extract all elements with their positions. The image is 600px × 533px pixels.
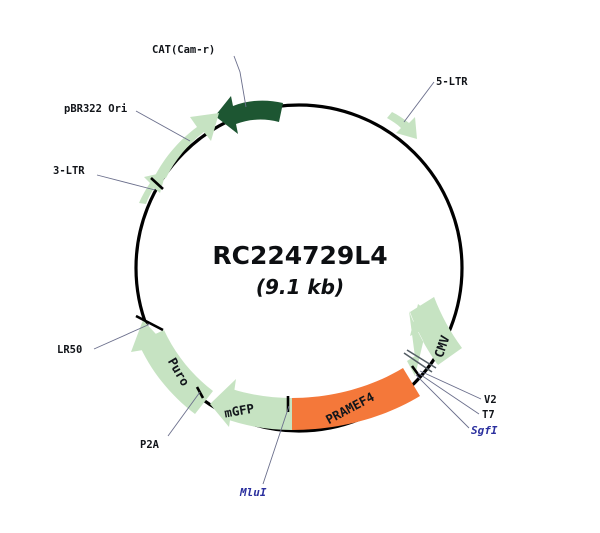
leader-v2: [419, 370, 482, 400]
leader-sgfi: [415, 374, 470, 429]
feature-cat-cam-r-arrow[interactable]: [215, 96, 283, 134]
feature-puro[interactable]: Puro: [131, 320, 213, 414]
leader-t7: [417, 372, 480, 415]
feature-mgfp[interactable]: mGFP: [210, 379, 292, 430]
label-sgfi: SgfI: [471, 424, 498, 437]
feature-3-ltr-arrow[interactable]: [139, 172, 166, 204]
feature-cat-cam-r[interactable]: [215, 96, 283, 134]
label-t7: T7: [482, 409, 495, 421]
feature-3-ltr[interactable]: [139, 172, 166, 204]
feature-cmv[interactable]: CMV: [407, 297, 462, 376]
label-lr50: LR50: [57, 344, 82, 356]
label-3-ltr: 3-LTR: [53, 165, 85, 177]
site-tick-lr50[interactable]: [135, 314, 164, 332]
site-tick-v2[interactable]: [406, 349, 437, 369]
label-cat-cam-r: CAT(Cam-r): [152, 44, 215, 56]
leader-5-ltr: [403, 81, 435, 123]
leader-pbr322-ori: [135, 110, 191, 142]
leader-cat-cam-r: [233, 55, 247, 108]
feature-mgfp-arrow-body[interactable]: [223, 389, 292, 430]
leader-3-ltr: [96, 174, 156, 191]
site-tick-t7[interactable]: [403, 352, 433, 373]
label-pbr322-ori: pBR322 Ori: [64, 103, 127, 115]
site-tick-3ltr[interactable]: [150, 177, 164, 190]
label-mlui: MluI: [239, 486, 267, 499]
site-tick-sgfi[interactable]: [410, 365, 422, 378]
feature-5-ltr[interactable]: [387, 112, 417, 139]
leader-lr50: [93, 323, 151, 350]
leader-p2a: [167, 391, 201, 437]
feature-pramef4[interactable]: PRAMEF4: [292, 368, 420, 430]
feature-pbr322-ori-arrow[interactable]: [152, 113, 219, 182]
feature-puro-arrow-body[interactable]: [138, 330, 213, 414]
feature-mgfp-arrow-head[interactable]: [210, 379, 236, 427]
label-5-ltr: 5-LTR: [436, 76, 468, 88]
label-p2a: P2A: [140, 439, 160, 451]
leader-mlui: [262, 405, 290, 485]
feature-cmv-label: CMV: [431, 333, 453, 360]
label-v2: V2: [484, 394, 497, 406]
feature-pbr322-ori[interactable]: [152, 113, 219, 182]
page-title: RC224729L4: [212, 241, 387, 270]
plasmid-size-label: (9.1 kb): [256, 275, 344, 299]
feature-pramef4-block[interactable]: [292, 368, 420, 430]
plasmid-backbone-circle: [134, 103, 464, 433]
feature-mgfp-label: mGFP: [223, 401, 255, 421]
feature-5-ltr-arrow[interactable]: [387, 112, 417, 139]
feature-cmv-arrow-head[interactable]: [410, 304, 440, 336]
